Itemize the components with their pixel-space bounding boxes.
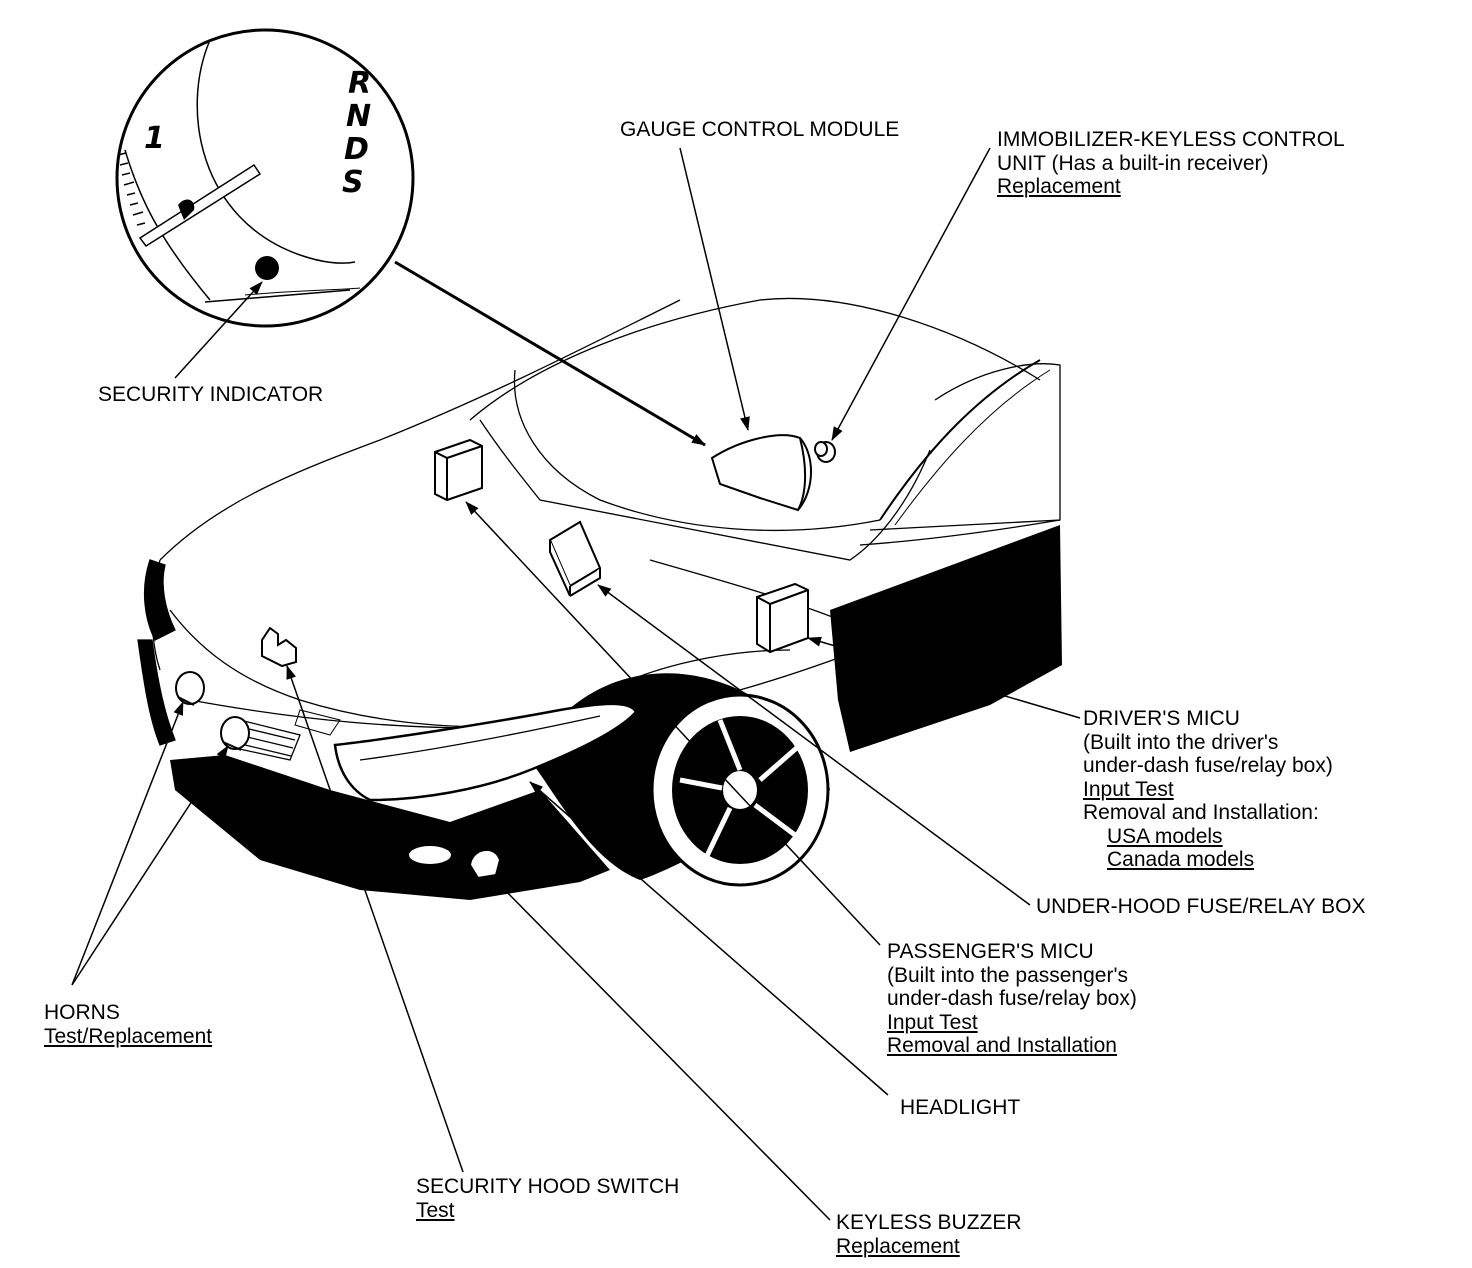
leader-drivers-micu [807, 636, 1081, 719]
security-indicator-text: SECURITY INDICATOR [98, 383, 324, 406]
label-immobilizer: IMMOBILIZER-KEYLESS CONTROL UNIT (Has a … [997, 128, 1345, 199]
leader-hood-switch [286, 665, 464, 1173]
headlight-text: HEADLIGHT [900, 1096, 1021, 1119]
horn-lower-shape [220, 716, 250, 751]
leader-under-hood-box [597, 584, 1031, 906]
leader-horns-lower [71, 745, 229, 986]
passengers-micu-removal-link[interactable]: Removal and Installation [887, 1034, 1117, 1057]
drivers-micu-line2: under-dash fuse/relay box) [1083, 754, 1333, 777]
drivers-micu-title: DRIVER'S MICU [1083, 707, 1240, 730]
leader-immobilizer [831, 147, 991, 441]
hood-outline [159, 299, 681, 561]
drivers-micu-input-test-link[interactable]: Input Test [1083, 777, 1174, 801]
gear-letter-r: R [348, 66, 371, 101]
scale-number: 1 [144, 121, 165, 156]
gear-letter-d: D [344, 132, 369, 167]
immobilizer-line1: IMMOBILIZER-KEYLESS CONTROL [997, 128, 1345, 151]
passengers-micu-input-test-link[interactable]: Input Test [887, 1010, 978, 1034]
drivers-micu-usa-link[interactable]: USA models [1107, 824, 1223, 848]
drivers-micu-line1: (Built into the driver's [1083, 730, 1279, 754]
label-passengers-micu: PASSENGER'S MICU (Built into the passeng… [887, 940, 1137, 1058]
hood-switch-title: SECURITY HOOD SWITCH [416, 1175, 680, 1198]
under-hood-box-text: UNDER-HOOD FUSE/RELAY BOX [1036, 895, 1366, 918]
label-security-indicator: SECURITY INDICATOR [98, 383, 323, 407]
horns-title: HORNS [44, 1001, 120, 1024]
keyless-buzzer-title: KEYLESS BUZZER [836, 1211, 1022, 1234]
label-horns: HORNS Test/Replacement [44, 1001, 212, 1048]
gauge-control-module-text: GAUGE CONTROL MODULE [620, 118, 900, 141]
label-under-hood-box: UNDER-HOOD FUSE/RELAY BOX [1036, 895, 1365, 919]
leader-lines [71, 147, 1081, 1221]
leader-inset-to-gauge [394, 260, 706, 447]
label-drivers-micu: DRIVER'S MICU (Built into the driver's u… [1083, 707, 1333, 872]
passengers-micu-line2: under-dash fuse/relay box) [887, 987, 1137, 1010]
gear-letter-s: S [342, 165, 364, 200]
label-keyless-buzzer: KEYLESS BUZZER Replacement [836, 1211, 1022, 1258]
hood-switch-test-link[interactable]: Test [416, 1198, 455, 1222]
horn-upper-shape [175, 671, 205, 706]
hood-switch-shape [261, 626, 297, 668]
keyless-buzzer-shape [468, 849, 502, 880]
immobilizer-ring [814, 441, 836, 463]
label-headlight: HEADLIGHT [900, 1096, 1020, 1120]
leader-horns-upper [71, 701, 184, 986]
label-gauge-control-module: GAUGE CONTROL MODULE [620, 118, 899, 142]
passengers-micu-line1: (Built into the passenger's [887, 963, 1128, 987]
immobilizer-replacement-link[interactable]: Replacement [997, 175, 1121, 198]
immobilizer-line2: UNIT (Has a built-in receiver) [997, 151, 1269, 175]
headlight-shape [333, 702, 638, 802]
leader-keyless-buzzer [491, 876, 831, 1221]
gauge-module-shape [710, 434, 812, 512]
label-hood-switch: SECURITY HOOD SWITCH Test [416, 1175, 679, 1222]
leader-headlight [529, 781, 889, 1096]
security-indicator-dot [255, 256, 279, 280]
passengers-micu-box [434, 438, 483, 502]
fog-light [407, 844, 453, 866]
horns-test-replacement-link[interactable]: Test/Replacement [44, 1024, 213, 1048]
components [175, 434, 836, 880]
leader-security-indicator [174, 281, 263, 379]
drivers-micu-canada-link[interactable]: Canada models [1107, 848, 1255, 871]
leader-passengers-micu [465, 501, 881, 946]
gauge-inset: R N D S 1 [115, 28, 415, 328]
keyless-buzzer-replacement-link[interactable]: Replacement [836, 1234, 960, 1258]
windshield [469, 297, 1041, 421]
drivers-micu-box [756, 582, 809, 654]
fender-shadow [830, 525, 1062, 752]
leader-gauge-control-module [679, 147, 750, 431]
gear-letter-n: N [346, 99, 371, 134]
drivers-micu-removal-heading: Removal and Installation: [1083, 801, 1319, 824]
passengers-micu-title: PASSENGER'S MICU [887, 940, 1094, 963]
under-hood-box [548, 520, 602, 597]
